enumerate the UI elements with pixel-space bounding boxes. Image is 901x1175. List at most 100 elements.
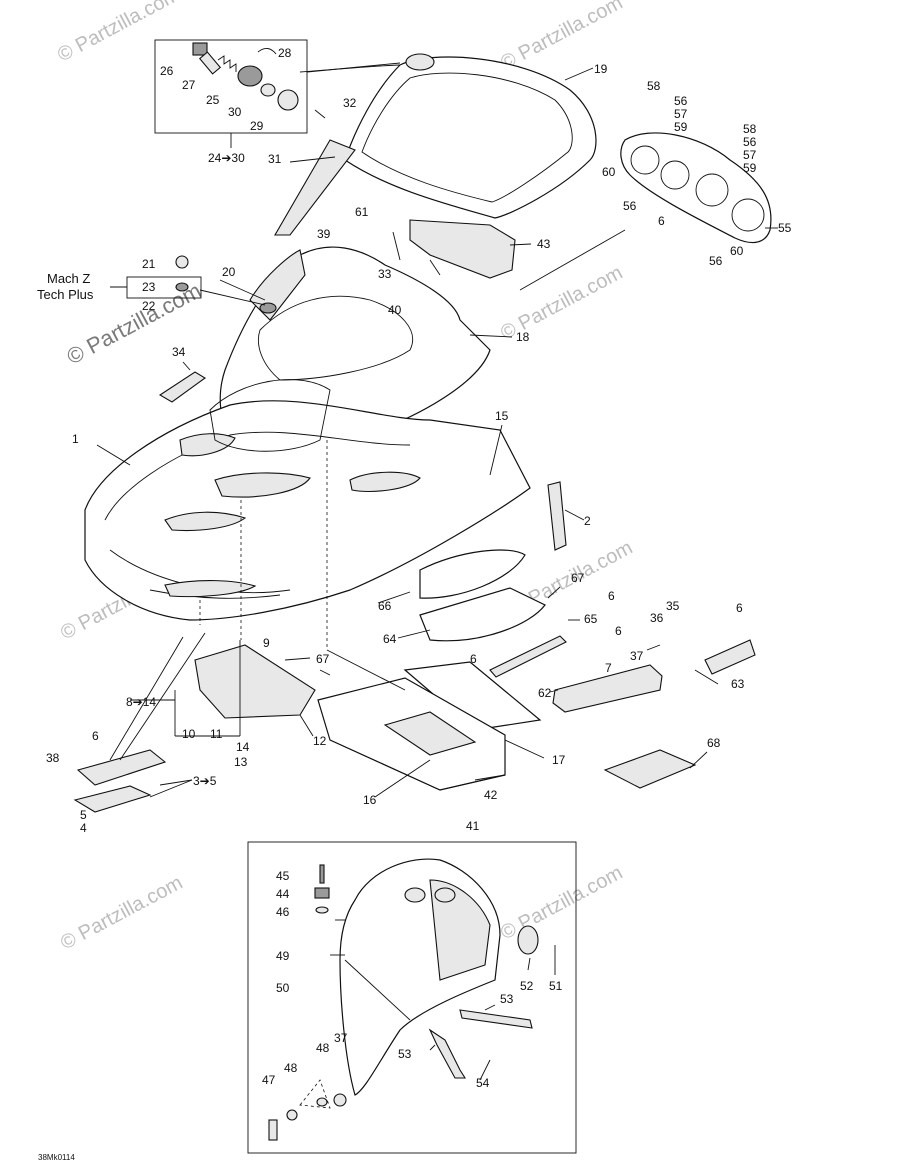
callout-24-30: 24➔30 <box>208 151 245 165</box>
callout-10: 10 <box>182 727 196 741</box>
callout-66: 66 <box>378 599 392 613</box>
callout-46: 46 <box>276 905 290 919</box>
callout-59: 59 <box>743 161 757 175</box>
screw-icon <box>319 864 325 884</box>
callout-37: 37 <box>334 1031 348 1045</box>
callout-2: 2 <box>584 514 591 528</box>
variant-box <box>126 276 202 299</box>
bracket-65 <box>489 635 567 678</box>
callout-29: 29 <box>250 119 264 133</box>
callout-26: 26 <box>160 64 174 78</box>
callout-5: 5 <box>80 808 87 822</box>
callout-22: 22 <box>142 299 156 313</box>
callout-6: 6 <box>470 652 477 666</box>
callout-23: 23 <box>142 280 156 294</box>
callout-56: 56 <box>674 94 688 108</box>
footrest-lower <box>73 785 152 813</box>
callout-33: 33 <box>378 267 392 281</box>
callouts: 28 26 27 25 30 29 32 24➔30 31 19 61 39 4… <box>46 46 792 1090</box>
grip-34 <box>158 371 206 403</box>
callout-13: 13 <box>234 755 248 769</box>
callout-20: 20 <box>222 265 236 279</box>
callout-1: 1 <box>72 432 79 446</box>
callout-60: 60 <box>730 244 744 258</box>
callout-6: 6 <box>608 589 615 603</box>
plate-63 <box>704 639 756 675</box>
callout-43: 43 <box>537 237 551 251</box>
callout-6: 6 <box>615 624 622 638</box>
variant-label: Mach Z Tech Plus <box>37 255 202 302</box>
callout-4: 4 <box>80 821 87 835</box>
callout-68: 68 <box>707 736 721 750</box>
callout-3-5: 3➔5 <box>193 774 217 788</box>
callout-50: 50 <box>276 981 290 995</box>
callout-56: 56 <box>709 254 723 268</box>
cover-66 <box>419 549 526 599</box>
callout-42: 42 <box>484 788 498 802</box>
callout-28: 28 <box>278 46 292 60</box>
callout-56: 56 <box>743 135 757 149</box>
callout-15: 15 <box>495 409 509 423</box>
callout-9: 9 <box>263 636 270 650</box>
windshield <box>299 53 597 219</box>
callout-56: 56 <box>623 199 637 213</box>
pad-68 <box>603 749 697 789</box>
callout-38: 38 <box>46 751 60 765</box>
callout-58: 58 <box>647 79 661 93</box>
trim-strip <box>274 139 356 236</box>
callout-41: 41 <box>466 819 480 833</box>
leader-lines <box>96 62 778 1081</box>
callout-57: 57 <box>674 107 688 121</box>
diagram-code: 38Mk0114 <box>38 1153 75 1162</box>
inset-box-bottom <box>247 841 577 1154</box>
storage-box <box>317 661 542 791</box>
callout-64: 64 <box>383 632 397 646</box>
callout-40: 40 <box>388 303 402 317</box>
panel-9 <box>194 644 316 719</box>
knob-icon <box>237 65 263 87</box>
callout-25: 25 <box>206 93 220 107</box>
callout-67: 67 <box>316 652 330 666</box>
callout-35: 35 <box>666 599 680 613</box>
callout-6: 6 <box>92 729 99 743</box>
callout-11: 11 <box>210 727 223 741</box>
inset-box-24-30 <box>154 39 326 148</box>
watermark-text: © Partzilla.com <box>497 862 626 945</box>
bolt-icon <box>268 1119 278 1141</box>
watermark-text: © Partzilla.com <box>57 872 186 955</box>
hood-body <box>84 379 531 621</box>
callout-6: 6 <box>736 601 743 615</box>
pad-43 <box>409 219 516 279</box>
callout-63: 63 <box>731 677 745 691</box>
callout-61: 61 <box>355 205 369 219</box>
callout-39: 39 <box>317 227 331 241</box>
variant-line-1: Mach Z <box>47 271 90 286</box>
callout-49: 49 <box>276 949 290 963</box>
gauge-panel <box>620 132 772 244</box>
callout-32: 32 <box>343 96 357 110</box>
cap-icon <box>277 89 299 111</box>
inset-frame <box>247 841 577 1154</box>
watermark-text: © Partzilla.com <box>54 0 183 66</box>
callout-7: 7 <box>605 661 612 675</box>
callout-52: 52 <box>520 979 534 993</box>
callout-36: 36 <box>650 611 664 625</box>
callout-45: 45 <box>276 869 290 883</box>
callout-48: 48 <box>316 1041 330 1055</box>
callout-6: 6 <box>658 214 665 228</box>
callout-44: 44 <box>276 887 290 901</box>
callout-14: 14 <box>236 740 250 754</box>
callout-51: 51 <box>549 979 563 993</box>
callout-31: 31 <box>268 152 282 166</box>
callout-59: 59 <box>674 120 688 134</box>
callout-30: 30 <box>228 105 242 119</box>
callout-21: 21 <box>142 257 156 271</box>
callout-60: 60 <box>602 165 616 179</box>
callout-34: 34 <box>172 345 186 359</box>
callout-27: 27 <box>182 78 196 92</box>
callout-47: 47 <box>262 1073 276 1087</box>
callout-12: 12 <box>313 734 327 748</box>
rail-62 <box>552 664 663 713</box>
